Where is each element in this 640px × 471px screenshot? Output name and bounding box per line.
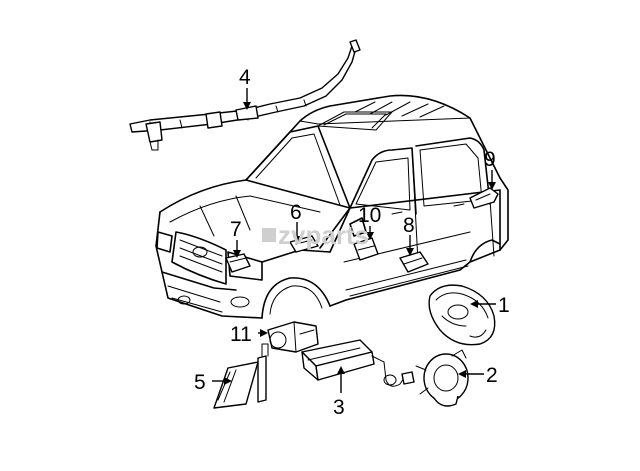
seat-airbag-part bbox=[213, 343, 269, 409]
callout-7: 7 bbox=[230, 218, 242, 241]
callout-4: 4 bbox=[239, 66, 251, 89]
callout-2: 2 bbox=[486, 364, 498, 387]
side-sensor-part bbox=[289, 235, 319, 253]
curtain-airbag-part bbox=[129, 39, 361, 151]
callout-8: 8 bbox=[403, 214, 415, 237]
callout-3: 3 bbox=[333, 396, 345, 419]
passenger-airbag-part bbox=[301, 339, 415, 387]
watermark: zvparts bbox=[262, 220, 369, 250]
callout-6: 6 bbox=[290, 201, 302, 224]
callout-11: 11 bbox=[230, 323, 252, 346]
center-sensor-part bbox=[353, 237, 379, 261]
leader-lines bbox=[212, 88, 496, 393]
rear-sensor-part bbox=[469, 187, 499, 209]
vehicle-illustration bbox=[155, 94, 509, 319]
knee-airbag-part bbox=[267, 321, 319, 353]
watermark-text: zvparts bbox=[278, 220, 369, 250]
callout-labels: 1 2 3 4 5 6 7 8 9 10 11 bbox=[194, 66, 510, 419]
callout-9: 9 bbox=[484, 148, 496, 171]
floor-module-part bbox=[399, 251, 429, 273]
callout-5: 5 bbox=[194, 371, 206, 394]
driver-airbag-pad-part bbox=[428, 284, 496, 346]
callout-1: 1 bbox=[498, 294, 510, 317]
clock-spring-part bbox=[415, 349, 469, 407]
callout-10: 10 bbox=[358, 204, 381, 227]
